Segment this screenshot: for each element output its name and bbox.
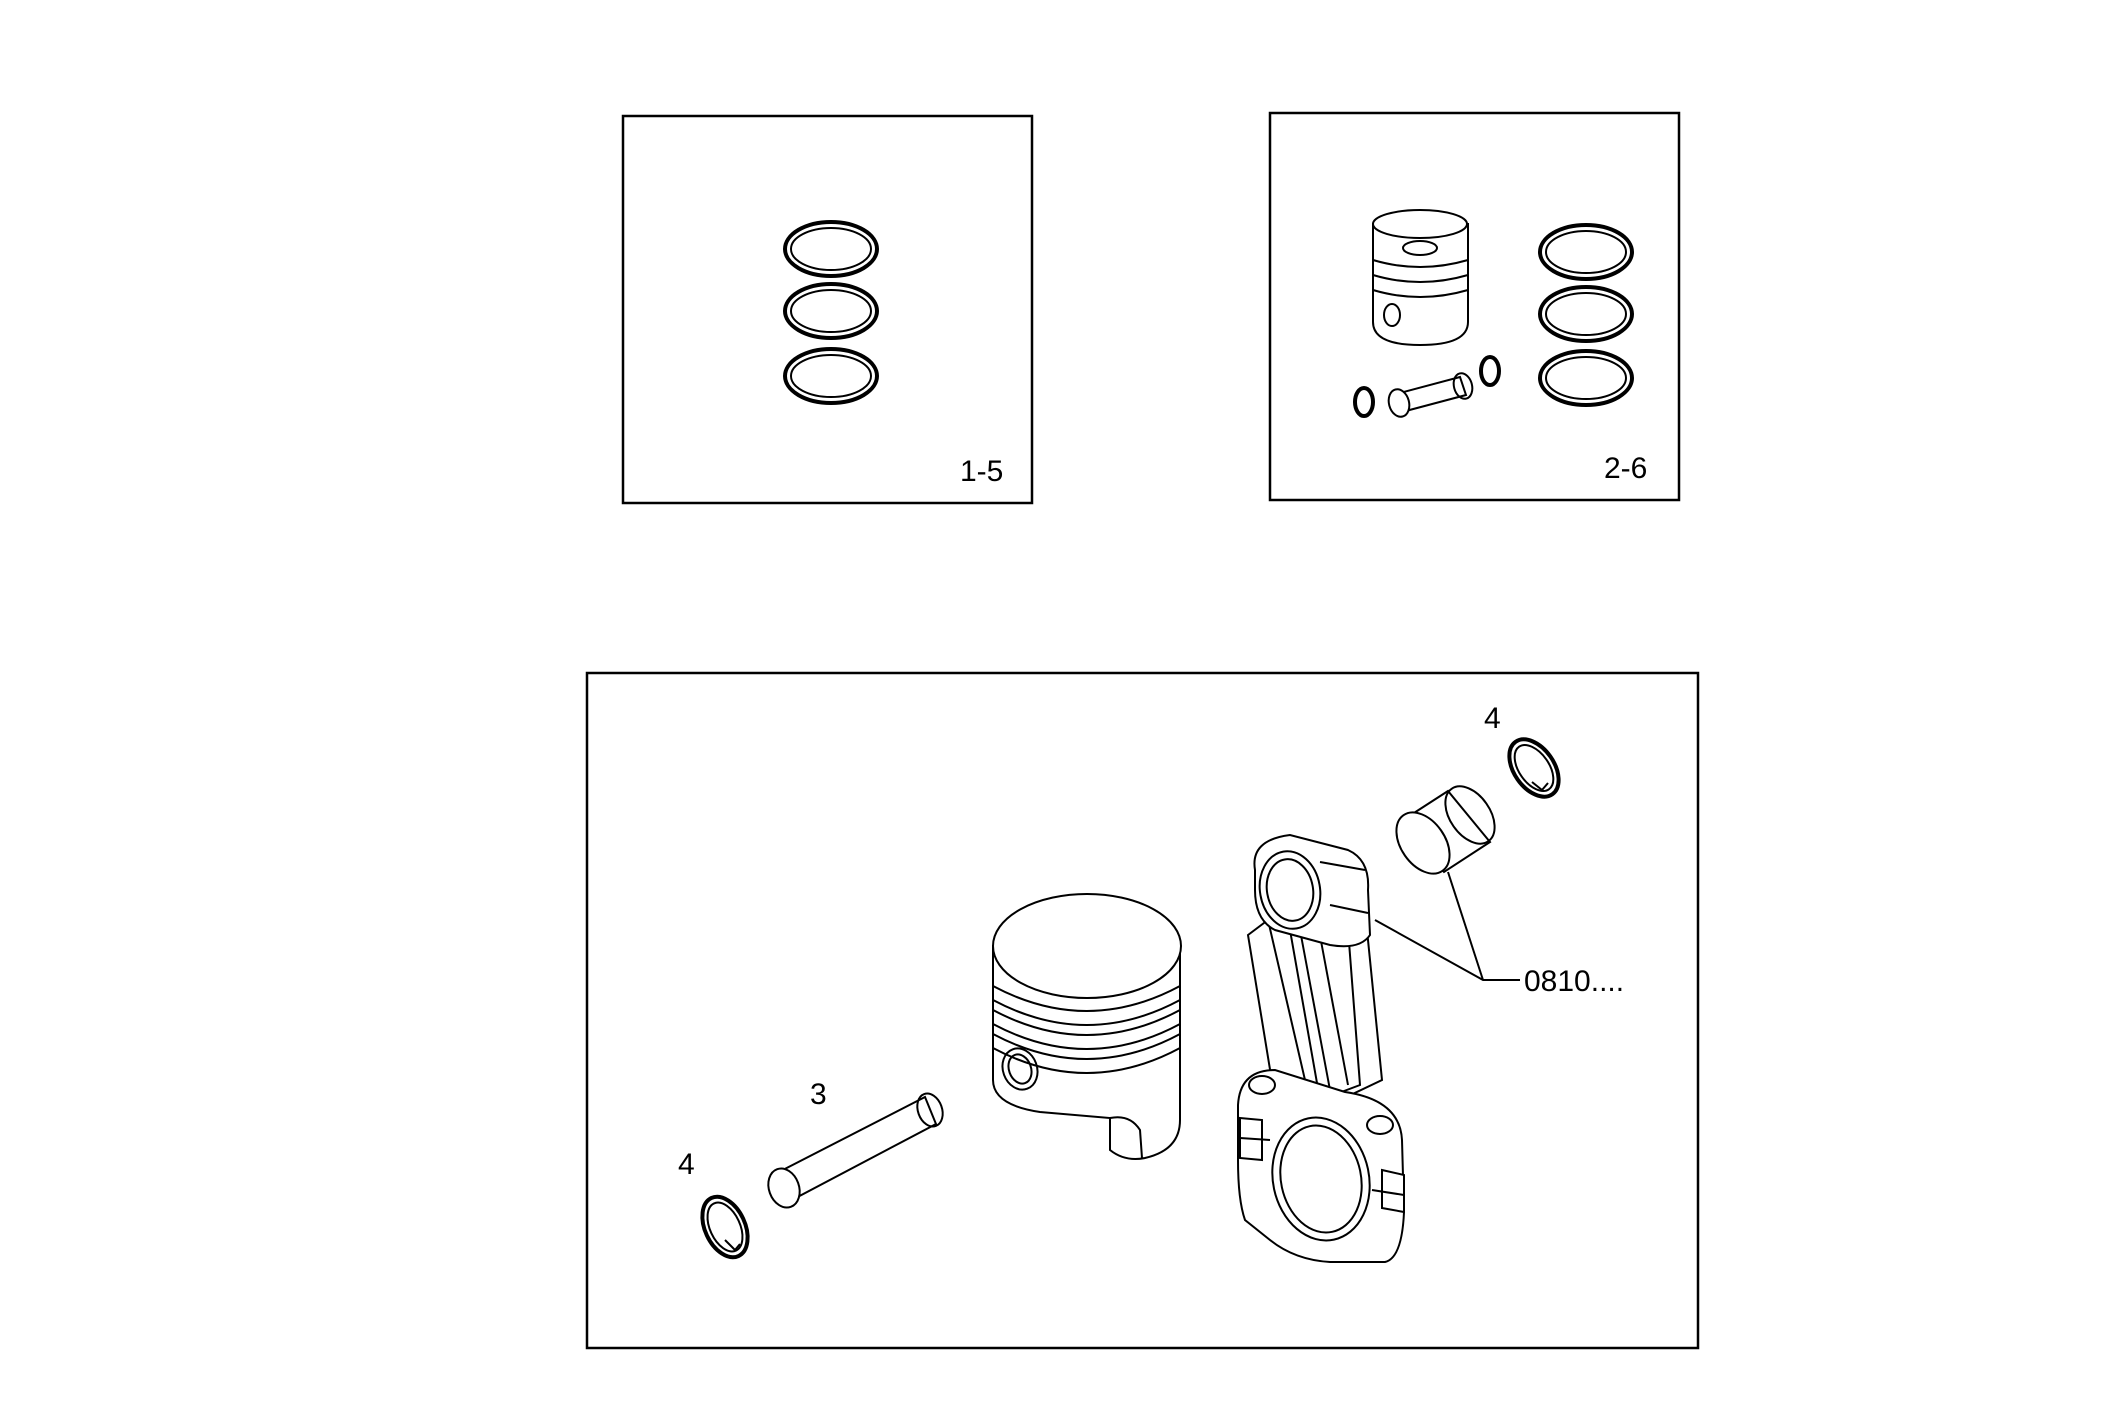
kit-piston-pin	[1387, 372, 1474, 418]
ring-set-frame	[621, 114, 1034, 505]
piston-ring-top	[783, 220, 879, 278]
piston	[992, 893, 1182, 1160]
piston-ring-middle	[783, 282, 879, 340]
piston-pin	[767, 1092, 944, 1209]
connecting-rod	[1237, 833, 1406, 1263]
exploded-view-panel[interactable]: 4 4 3 0810....	[585, 671, 1700, 1350]
piston-kit-label: 2-6	[1604, 452, 1647, 485]
callout-circlip-bottom: 4	[678, 1148, 695, 1181]
kit-circlip-right	[1479, 355, 1501, 387]
leader-lines	[1374, 871, 1520, 981]
callout-connecting-rod: 0810....	[1524, 965, 1624, 998]
kit-ring-top	[1538, 223, 1634, 281]
kit-ring-bottom	[1538, 349, 1634, 407]
ring-set-panel[interactable]: 1-5	[621, 114, 1034, 505]
piston-kit-panel[interactable]: 2-6	[1268, 111, 1681, 502]
kit-circlip-left	[1353, 386, 1375, 418]
callout-piston-pin: 3	[810, 1078, 827, 1111]
kit-piston	[1372, 209, 1469, 347]
piston-ring-bottom	[783, 347, 879, 405]
kit-ring-middle	[1538, 285, 1634, 343]
ring-set-label: 1-5	[960, 455, 1003, 488]
circlip-top	[1507, 737, 1561, 799]
callout-circlip-top: 4	[1484, 702, 1501, 735]
small-end-bushing	[1395, 785, 1496, 875]
circlip-bottom	[700, 1194, 750, 1260]
piston-kit-frame	[1268, 111, 1681, 502]
